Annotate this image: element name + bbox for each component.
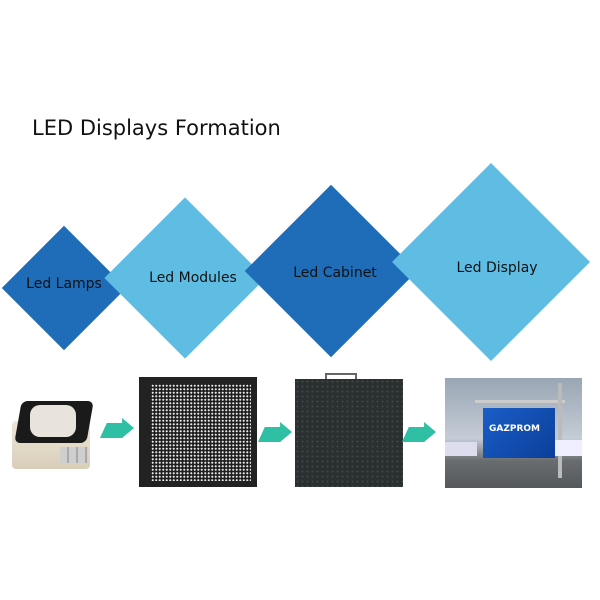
display-sign-text: GAZPROM xyxy=(489,424,541,434)
led-display-photo: GAZPROM xyxy=(445,378,582,488)
label-led-modules: Led Modules xyxy=(149,270,237,286)
page-title: LED Displays Formation xyxy=(32,116,281,140)
label-led-cabinet: Led Cabinet xyxy=(293,265,377,281)
led-lamp-photo xyxy=(8,395,96,475)
arrow-icon xyxy=(258,422,292,442)
led-module-photo xyxy=(139,377,257,487)
arrow-icon xyxy=(100,418,134,438)
arrow-icon xyxy=(402,422,436,442)
label-led-lamps: Led Lamps xyxy=(26,276,102,292)
led-cabinet-photo xyxy=(295,373,403,487)
label-led-display: Led Display xyxy=(456,260,538,276)
